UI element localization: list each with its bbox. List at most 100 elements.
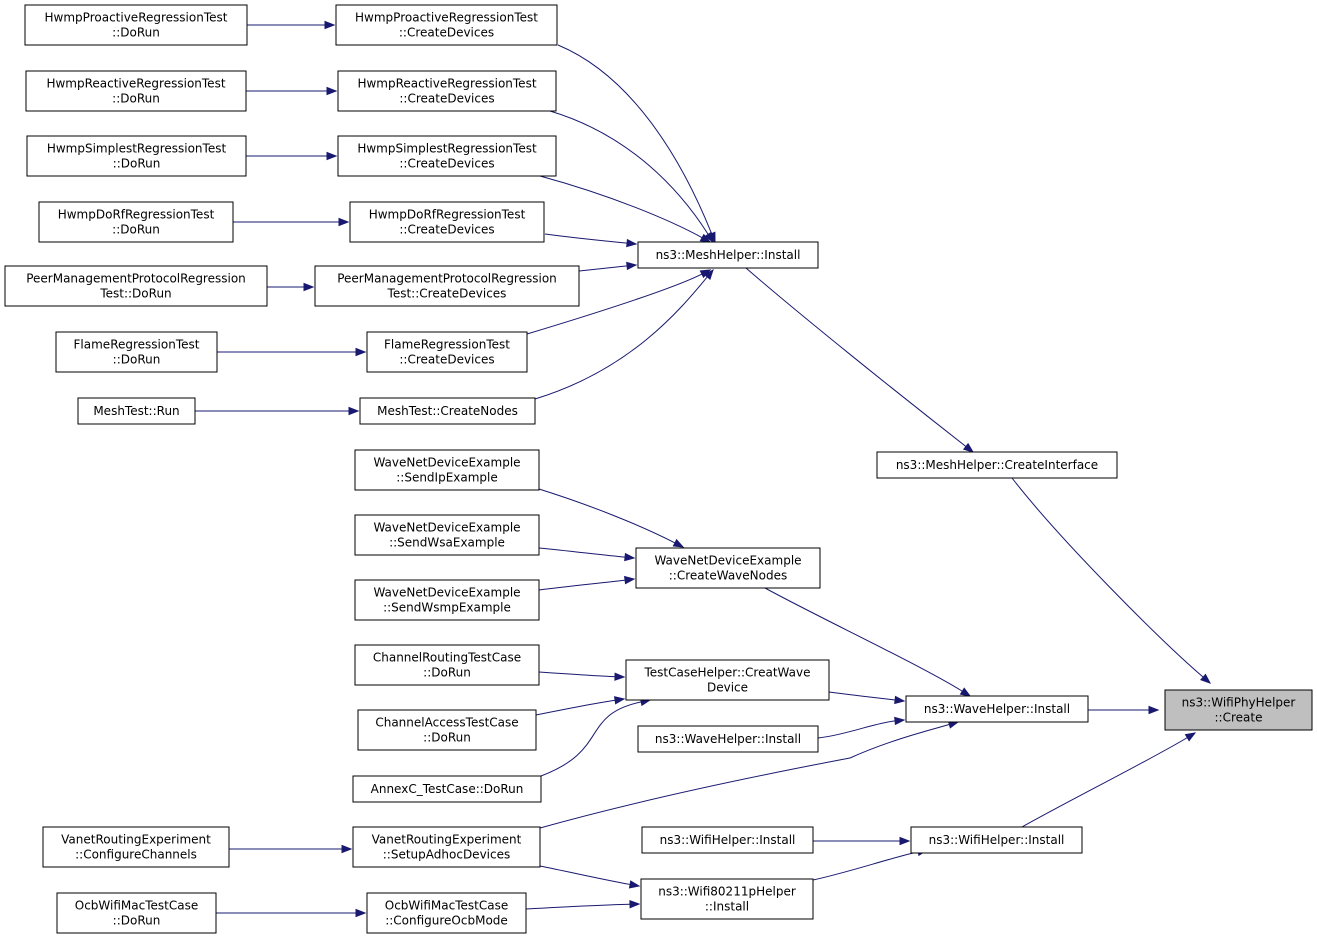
node-box [56, 892, 217, 934]
edge-line [540, 701, 642, 777]
node-label-line: ::CreateDevices [399, 26, 494, 40]
node-flame-cd[interactable]: FlameRegressionTest::CreateDevices [366, 331, 528, 373]
node-wnde-ip[interactable]: WaveNetDeviceExample::SendIpExample [354, 449, 540, 491]
arrowhead [355, 347, 367, 357]
edge-wifi80211p-to-wifi_install [812, 847, 929, 881]
node-box [25, 70, 247, 112]
node-box [55, 331, 218, 373]
node-box [352, 826, 541, 868]
edge-wifi_install-to-root [1021, 732, 1197, 828]
node-hpro-dr[interactable]: HwmpProactiveRegressionTest::DoRun [24, 4, 248, 46]
node-label-line: ns3::WifiHelper::Install [660, 833, 796, 847]
arrowhead [629, 899, 641, 909]
node-annexc[interactable]: AnnexC_TestCase::DoRun [352, 775, 542, 803]
edge-line [539, 175, 703, 239]
node-hrea-dr[interactable]: HwmpReactiveRegressionTest::DoRun [25, 70, 247, 112]
node-box [876, 451, 1118, 479]
node-label-line: HwmpProactiveRegressionTest [355, 11, 538, 25]
node-label-line: HwmpReactiveRegressionTest [46, 77, 225, 91]
edge-hsim_cd-to-mesh_install [539, 175, 712, 243]
node-box [42, 826, 230, 868]
edge-wnde_ip-to-wnde_cwn [538, 488, 685, 548]
arrowhead [326, 151, 338, 161]
node-hpro-cd[interactable]: HwmpProactiveRegressionTest::CreateDevic… [335, 4, 558, 46]
arrowhead [303, 282, 315, 292]
node-label-line: PeerManagementProtocolRegression [337, 272, 557, 286]
arrowhead [626, 261, 638, 271]
node-pmp-cd[interactable]: PeerManagementProtocolRegressionTest::Cr… [314, 265, 580, 307]
node-box [26, 135, 247, 177]
node-label-line: ::DoRun [423, 666, 471, 680]
nodes-layer: ns3::WifiPhyHelper::Create ns3::MeshHelpe… [4, 4, 1313, 934]
arrowhead [1200, 673, 1212, 684]
node-wave-install2[interactable]: ns3::WaveHelper::Install [637, 725, 819, 753]
node-wifi80211p[interactable]: ns3::Wifi80211pHelper::Install [640, 878, 814, 920]
node-label-line: ::CreateDevices [399, 92, 494, 106]
arrowhead [348, 406, 360, 416]
node-meshtest-cn[interactable]: MeshTest::CreateNodes [359, 397, 536, 425]
node-owm-com[interactable]: OcbWifiMacTestCase::ConfigureOcbMode [366, 892, 527, 934]
node-hrea-cd[interactable]: HwmpReactiveRegressionTest::CreateDevice… [337, 70, 557, 112]
node-label-line: HwmpSimplestRegressionTest [47, 142, 227, 156]
node-label-line: ns3::WifiHelper::Install [929, 833, 1065, 847]
node-vre-sad[interactable]: VanetRoutingExperiment::SetupAdhocDevice… [352, 826, 541, 868]
node-flame-dr[interactable]: FlameRegressionTest::DoRun [55, 331, 218, 373]
node-hdrf-cd[interactable]: HwmpDoRfRegressionTest::CreateDevices [349, 201, 545, 243]
node-label-line: MeshTest::CreateNodes [377, 404, 518, 418]
node-label-line: HwmpDoRfRegressionTest [58, 208, 215, 222]
node-mesh-createif[interactable]: ns3::MeshHelper::CreateInterface [876, 451, 1118, 479]
node-mesh-install[interactable]: ns3::MeshHelper::Install [637, 241, 819, 269]
node-box [354, 579, 540, 621]
edge-mesh_install-to-mesh_createif [745, 267, 975, 453]
node-label-line: VanetRoutingExperiment [61, 833, 211, 847]
node-label-line: ::SetupAdhocDevices [383, 848, 510, 862]
arrowhead [624, 575, 636, 585]
edge-hsim_dr-to-hsim_cd [245, 151, 338, 161]
node-label-line: ns3::Wifi80211pHelper [658, 885, 796, 899]
node-label-line: PeerManagementProtocolRegression [26, 272, 246, 286]
node-label-line: OcbWifiMacTestCase [385, 899, 508, 913]
node-wnde-wsmp[interactable]: WaveNetDeviceExample::SendWsmpExample [354, 579, 540, 621]
edge-hdrf_cd-to-mesh_install [544, 233, 638, 248]
node-root[interactable]: ns3::WifiPhyHelper::Create [1164, 689, 1313, 731]
node-wave-install[interactable]: ns3::WaveHelper::Install [905, 695, 1089, 723]
arrowhead [626, 238, 638, 248]
edge-line [538, 579, 626, 591]
edge-meshtest_cn-to-mesh_install [534, 268, 714, 400]
node-label-line: WaveNetDeviceExample [654, 554, 801, 568]
arrowhead [959, 687, 972, 697]
node-meshtest-run[interactable]: MeshTest::Run [77, 397, 196, 425]
arrowhead [894, 716, 906, 726]
edge-hpro_cd-to-mesh_install [557, 44, 716, 244]
node-label-line: ns3::WaveHelper::Install [924, 702, 1070, 716]
edge-line [1011, 477, 1204, 678]
node-box [337, 135, 557, 177]
node-box [77, 397, 196, 425]
arrowhead [899, 836, 911, 846]
node-owm-dr[interactable]: OcbWifiMacTestCase::DoRun [56, 892, 217, 934]
node-box [635, 547, 821, 589]
edge-line [538, 488, 676, 544]
node-label-line: HwmpDoRfRegressionTest [369, 208, 526, 222]
edge-pmp_cd-to-mesh_install [578, 261, 638, 272]
edge-line [578, 265, 628, 272]
node-hdrf-dr[interactable]: HwmpDoRfRegressionTest::DoRun [38, 201, 234, 243]
node-box [637, 241, 819, 269]
node-catc[interactable]: ChannelAccessTestCase::DoRun [357, 709, 537, 751]
node-wnde-cwn[interactable]: WaveNetDeviceExample::CreateWaveNodes [635, 547, 821, 589]
node-hsim-dr[interactable]: HwmpSimplestRegressionTest::DoRun [26, 135, 247, 177]
edge-wave_install-to-root [1088, 705, 1160, 715]
node-crtc[interactable]: ChannelRoutingTestCase::DoRun [354, 644, 540, 686]
node-label-line: OcbWifiMacTestCase [75, 899, 198, 913]
edge-line [539, 723, 950, 829]
node-wifi-install2[interactable]: ns3::WifiHelper::Install [641, 826, 814, 854]
node-vre-cc[interactable]: VanetRoutingExperiment::ConfigureChannel… [42, 826, 230, 868]
node-label-line: ::CreateDevices [399, 223, 494, 237]
node-pmp-dr[interactable]: PeerManagementProtocolRegressionTest::Do… [4, 265, 268, 307]
node-hsim-cd[interactable]: HwmpSimplestRegressionTest::CreateDevice… [337, 135, 557, 177]
node-label-line: HwmpSimplestRegressionTest [357, 142, 537, 156]
node-wifi-install[interactable]: ns3::WifiHelper::Install [910, 826, 1083, 854]
node-wnde-wsa[interactable]: WaveNetDeviceExample::SendWsaExample [354, 514, 540, 556]
